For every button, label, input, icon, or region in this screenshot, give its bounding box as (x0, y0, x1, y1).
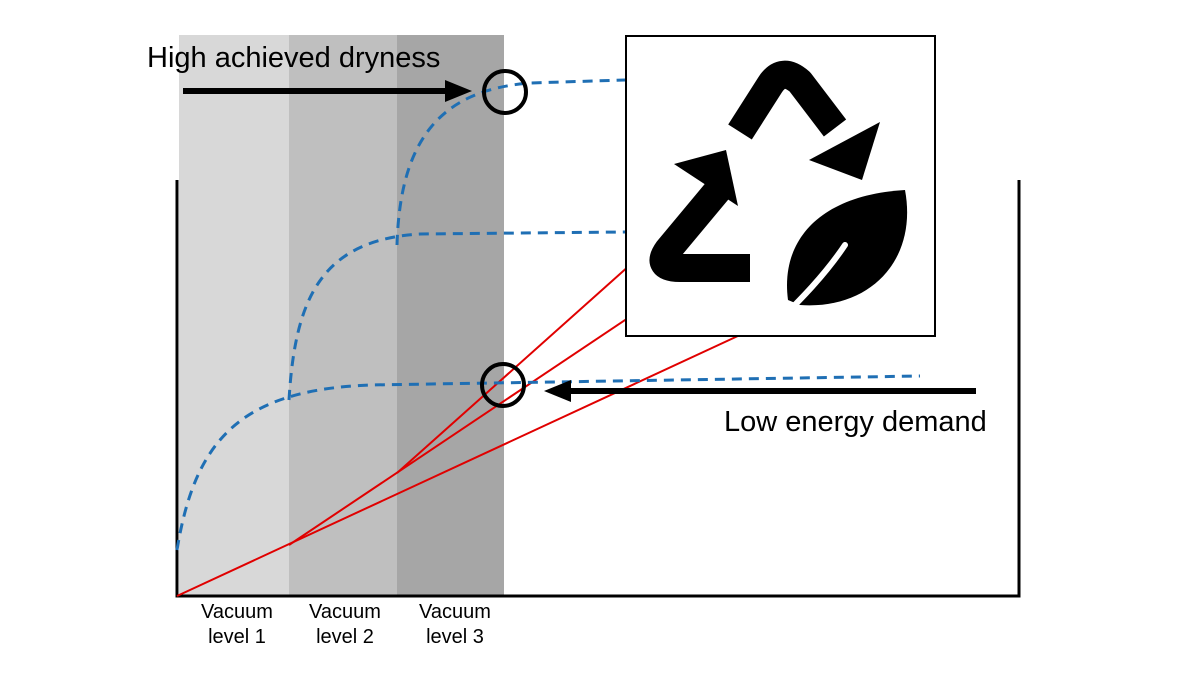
zone-vacuum-level-3 (397, 35, 504, 595)
dryness-arrow (183, 80, 472, 102)
zone-vacuum-level-2 (289, 35, 397, 595)
zone-label-level-3: Vacuum level 3 (419, 601, 491, 648)
axis-frame (175, 180, 1021, 598)
energy-highlight-circle (480, 362, 526, 408)
dryness-highlight-circle (482, 69, 528, 115)
zone-label-level-2: Vacuum level 2 (309, 601, 381, 648)
dryness-curves (175, 78, 921, 551)
dryness-curve-level-1 (175, 374, 921, 551)
energy-line-level-1 (176, 334, 741, 597)
low-energy-annotation: Low energy demand (724, 406, 987, 438)
dryness-curve-level-3 (395, 78, 626, 246)
zone-vacuum-level-1 (179, 35, 289, 595)
energy-line-level-2 (288, 309, 641, 546)
energy-arrow (544, 380, 976, 402)
zone-label-level-1: Vacuum level 1 (201, 601, 273, 648)
dryness-curve-level-2 (287, 230, 626, 401)
recycle-leaf-icon (625, 35, 936, 337)
high-dryness-annotation: High achieved dryness (147, 42, 441, 74)
